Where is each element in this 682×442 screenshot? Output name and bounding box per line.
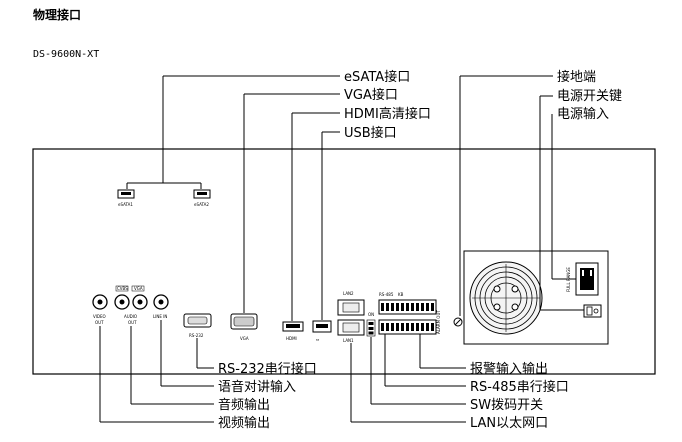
callout-ground: 接地端 bbox=[557, 69, 596, 85]
esata1-port bbox=[117, 189, 135, 199]
vga-label: VGA bbox=[240, 336, 249, 341]
lan2-label: LAN2 bbox=[343, 291, 354, 296]
lan2-port bbox=[337, 299, 365, 316]
video-out-bnc bbox=[92, 294, 108, 310]
usb-icon-glyph: ⇔ bbox=[316, 337, 320, 342]
rs232-label: RS-232 bbox=[189, 333, 204, 338]
vga-tag-label: VGA bbox=[134, 286, 143, 291]
audio-out-bnc-1 bbox=[114, 294, 130, 310]
bottom-leader-lines bbox=[99, 320, 466, 423]
esata2-port bbox=[193, 189, 211, 199]
audio-label-line1: AUDIO bbox=[124, 314, 137, 319]
callout-esata: eSATA接口 bbox=[344, 69, 410, 85]
callout-vga: VGA接口 bbox=[344, 87, 398, 103]
section-heading: 物理接口 bbox=[33, 8, 82, 22]
line-in-label: LINE IN bbox=[153, 314, 167, 319]
line-in-bnc bbox=[153, 294, 169, 310]
callout-rs232: RS-232串行接口 bbox=[218, 361, 317, 377]
hdmi-label: HDMI bbox=[286, 336, 297, 341]
rs485-tag: RS-485 bbox=[379, 292, 394, 297]
usb-port bbox=[312, 320, 332, 333]
callout-power-switch: 电源开关键 bbox=[557, 89, 622, 104]
callout-audio-out: 音频输出 bbox=[218, 397, 270, 413]
callout-sw-dip: SW拨码开关 bbox=[470, 398, 543, 413]
model-number: DS-9600N-XT bbox=[33, 49, 100, 60]
video-label-line1: VIDEO bbox=[93, 314, 106, 319]
callout-audio-in: 语音对讲输入 bbox=[218, 379, 296, 395]
esata1-label: eSATA1 bbox=[118, 202, 133, 207]
video-label-line2: OUT bbox=[95, 320, 104, 325]
cvbs-tag bbox=[115, 285, 129, 292]
rs232-port bbox=[183, 313, 212, 328]
callout-usb: USB接口 bbox=[344, 125, 397, 141]
vga-port bbox=[230, 313, 258, 330]
callout-lan: LAN以太网口 bbox=[470, 416, 548, 431]
dip-on-label: ON bbox=[368, 312, 374, 317]
esata2-label: eSATA2 bbox=[194, 202, 209, 207]
power-switch bbox=[583, 304, 602, 318]
callout-video-out: 视频输出 bbox=[218, 415, 270, 431]
callout-alarm-io: 报警输入输出 bbox=[470, 361, 548, 377]
lan1-label: LAN1 bbox=[343, 338, 354, 343]
dip-switch bbox=[366, 319, 376, 337]
power-inlet bbox=[575, 262, 599, 296]
audio-label-line2: OUT bbox=[128, 320, 137, 325]
ground-screw bbox=[453, 317, 463, 327]
callout-rs485: RS-485串行接口 bbox=[470, 379, 569, 395]
kb-tag: KB bbox=[398, 292, 404, 297]
alarm-out-tag: ALARM OUT bbox=[436, 310, 441, 334]
audio-out-bnc-2 bbox=[132, 294, 148, 310]
top-leader-lines bbox=[126, 75, 584, 321]
callout-hdmi: HDMI高清接口 bbox=[344, 106, 431, 122]
cvbs-tag-label: CVBS bbox=[117, 286, 128, 291]
vga-tag bbox=[131, 285, 145, 292]
alarm-terminal-block bbox=[378, 299, 437, 335]
hdmi-port bbox=[282, 321, 304, 332]
callout-power-input: 电源输入 bbox=[557, 106, 609, 122]
lan1-port bbox=[337, 319, 365, 336]
